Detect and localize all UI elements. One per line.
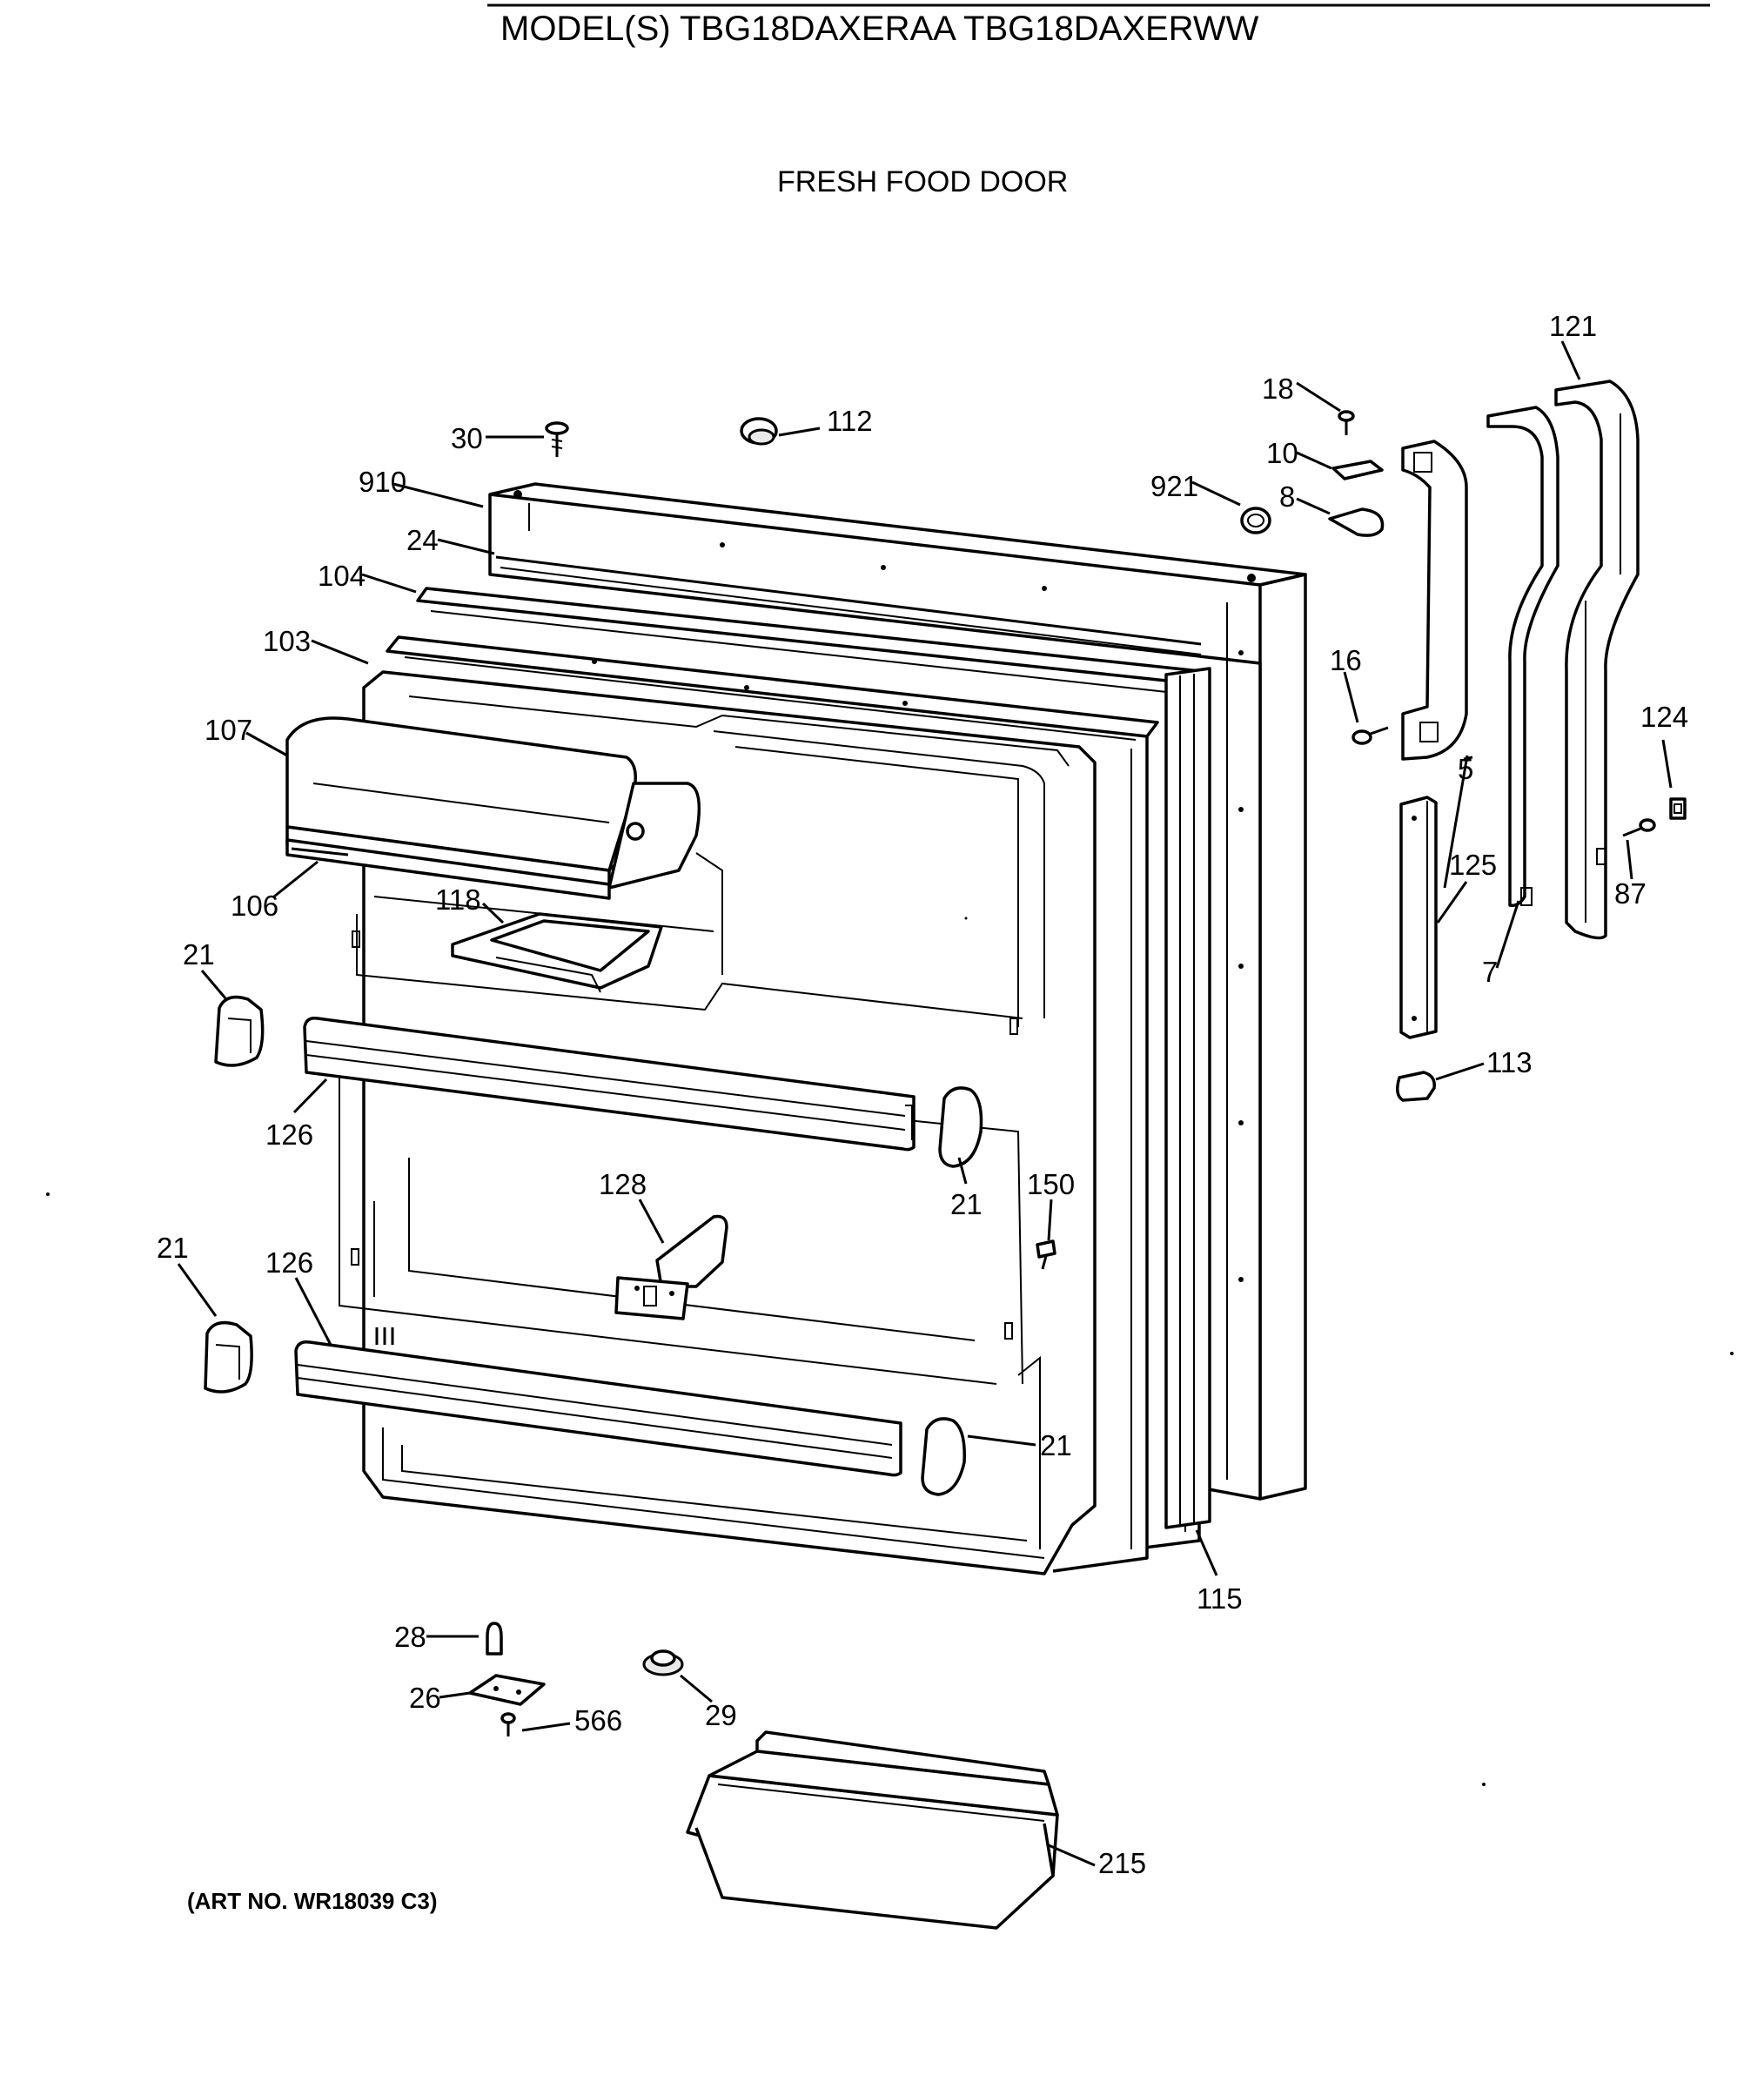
hinge-shim-10 xyxy=(1331,460,1384,480)
handle-trim-121-rear xyxy=(1486,406,1559,908)
callout-21-d: 21 xyxy=(1040,1429,1072,1461)
model-title: MODEL(S) TBG18DAXERAA TBG18DAXERWW xyxy=(500,10,1259,48)
callout-106: 106 xyxy=(231,890,278,922)
callout-10: 10 xyxy=(1266,437,1298,469)
callout-21-b: 21 xyxy=(950,1188,983,1220)
callout-21-c: 21 xyxy=(157,1232,189,1264)
bin-215 xyxy=(686,1730,1059,1930)
handle-insert-125 xyxy=(1399,796,1438,1039)
callout-215: 215 xyxy=(1098,1847,1146,1879)
callout-7: 7 xyxy=(1482,956,1498,988)
callout-128: 128 xyxy=(599,1168,647,1200)
screw-16 xyxy=(1352,726,1389,745)
callout-118: 118 xyxy=(435,883,481,916)
callout-910: 910 xyxy=(359,466,406,498)
callout-24: 24 xyxy=(406,524,439,556)
callout-103: 103 xyxy=(263,625,311,657)
callout-26: 26 xyxy=(409,1682,441,1714)
screw-87 xyxy=(1622,818,1656,837)
callout-16: 16 xyxy=(1330,644,1362,676)
section-title: FRESH FOOD DOOR xyxy=(777,165,1068,198)
screw-30 xyxy=(545,421,569,457)
door-gasket-seal-115 xyxy=(1164,667,1211,1529)
callout-126-b: 126 xyxy=(265,1246,313,1279)
dairy-door-106 xyxy=(285,838,611,900)
callout-124: 124 xyxy=(1640,701,1688,733)
cap-29 xyxy=(642,1649,684,1676)
egg-tray-118 xyxy=(451,912,663,993)
callout-5: 5 xyxy=(1458,753,1473,785)
callout-30: 30 xyxy=(451,422,483,454)
callout-125: 125 xyxy=(1449,849,1497,881)
callout-21-a: 21 xyxy=(183,938,215,971)
callout-104: 104 xyxy=(318,560,366,592)
door-shelf-126-lower xyxy=(294,1340,902,1477)
plug-button-921 xyxy=(1240,507,1271,534)
handle-trim-121-front xyxy=(1554,380,1640,940)
bottle-retainer-128 xyxy=(614,1214,728,1320)
callout-87: 87 xyxy=(1614,877,1647,910)
screw-18 xyxy=(1338,410,1355,435)
clip-124 xyxy=(1669,797,1687,820)
callout-126-a: 126 xyxy=(265,1118,313,1151)
callout-113: 113 xyxy=(1486,1046,1533,1078)
hinge-cover-8 xyxy=(1328,507,1385,537)
callout-566: 566 xyxy=(574,1704,622,1736)
callout-115: 115 xyxy=(1197,1582,1243,1615)
screw-150 xyxy=(1036,1239,1056,1270)
callout-29: 29 xyxy=(705,1699,737,1731)
callout-8: 8 xyxy=(1279,480,1295,513)
callout-921: 921 xyxy=(1150,470,1198,502)
callout-18: 18 xyxy=(1262,373,1294,405)
handle-5 xyxy=(1401,440,1468,761)
callout-150: 150 xyxy=(1027,1168,1075,1200)
door-shelf-126-upper xyxy=(303,1016,916,1152)
hinge-plate-26 xyxy=(468,1674,546,1706)
art-number: (ART NO. WR18039 C3) xyxy=(187,1888,438,1914)
callout-121: 121 xyxy=(1549,310,1597,342)
shelf-end-21-a xyxy=(214,995,265,1067)
shelf-end-21-c xyxy=(204,1320,253,1394)
breaker-strip-24 xyxy=(495,555,1202,655)
plug-button-112 xyxy=(740,417,778,446)
screw-566 xyxy=(500,1712,516,1736)
bearing-28 xyxy=(486,1622,503,1656)
callout-28: 28 xyxy=(394,1621,426,1653)
shelf-end-21-d xyxy=(921,1417,966,1496)
callout-107: 107 xyxy=(205,714,252,746)
leader-lines xyxy=(177,340,1673,1867)
callout-112: 112 xyxy=(827,405,873,437)
shelf-end-21-b xyxy=(938,1086,983,1168)
stop-113 xyxy=(1396,1071,1436,1102)
